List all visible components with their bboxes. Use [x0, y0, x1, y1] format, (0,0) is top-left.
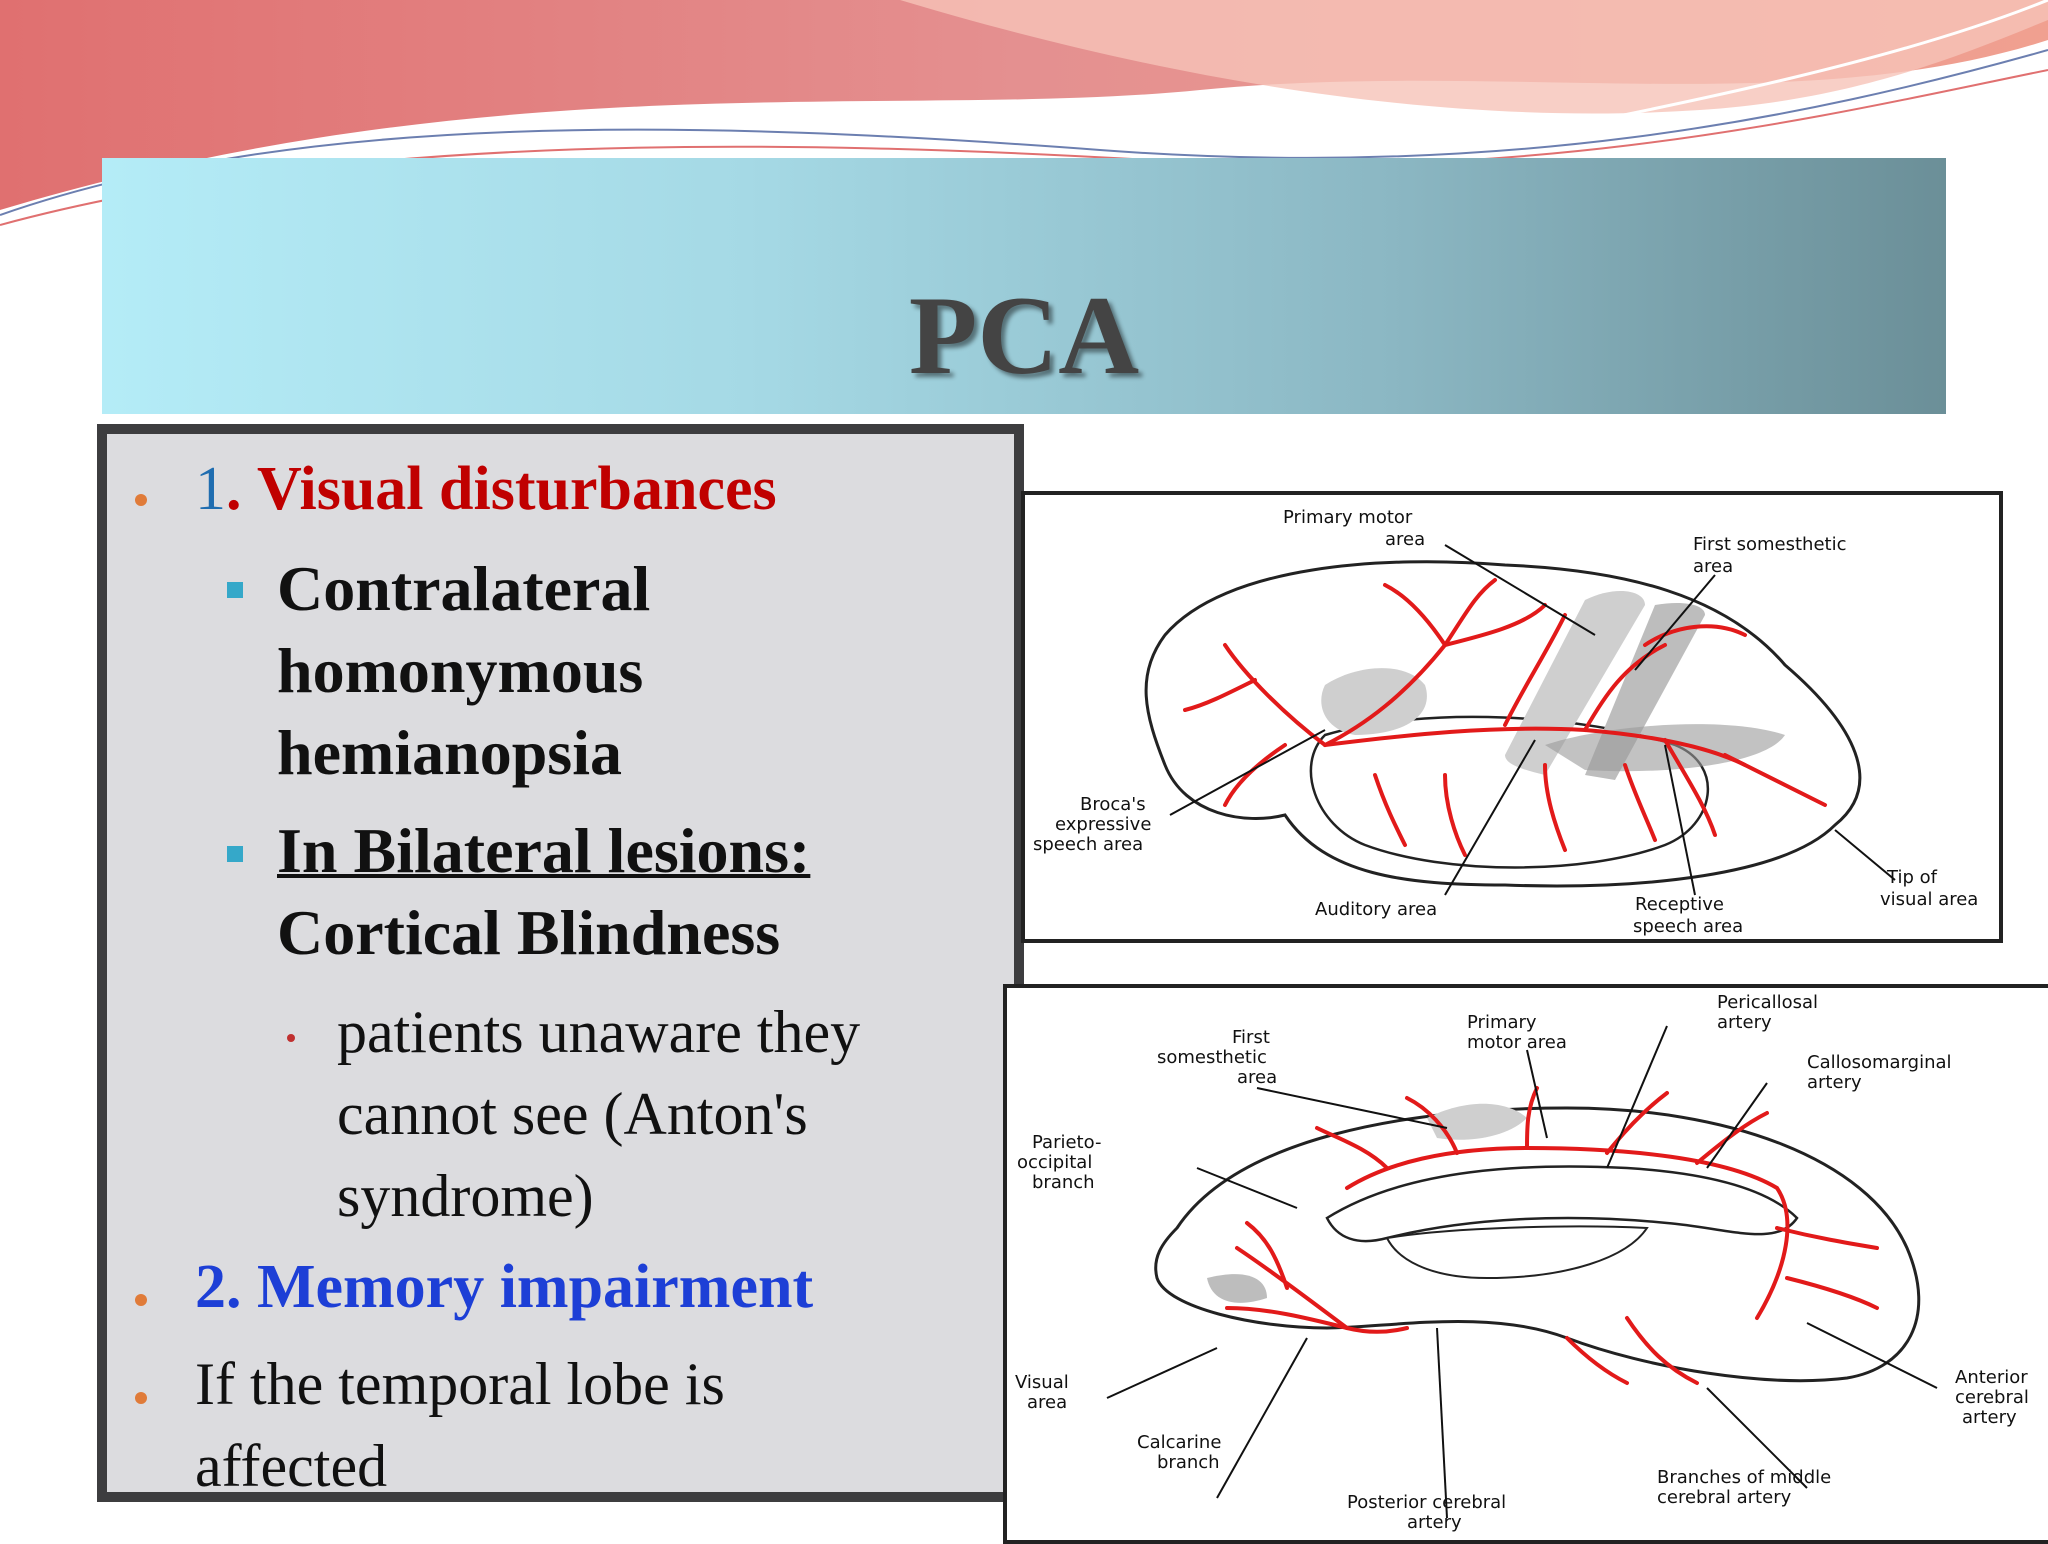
label-primary-motor: motor area	[1467, 1032, 1567, 1053]
label-receptive: Receptive	[1635, 894, 1724, 915]
list-item-temporal-lobe: If the temporal lobe is	[195, 1351, 725, 1417]
label-calcarine: branch	[1157, 1452, 1220, 1473]
label-anterior-cerebral: Anterior	[1955, 1367, 2028, 1388]
label-primary-motor: Primary motor	[1283, 507, 1413, 528]
bullet-square-icon	[227, 846, 243, 862]
label-parieto-occipital: occipital	[1017, 1152, 1092, 1173]
label-anterior-cerebral: cerebral	[1955, 1387, 2029, 1408]
detail-line: patients unaware they	[337, 999, 861, 1065]
label-broca: expressive	[1055, 814, 1151, 835]
label-visual-area: Visual	[1015, 1372, 1069, 1393]
title-band	[102, 158, 1946, 414]
bullet-square-icon	[227, 582, 243, 598]
label-primary-motor: area	[1385, 529, 1425, 550]
label-parieto-occipital: Parieto-	[1032, 1132, 1101, 1153]
sub-item-line: Cortical Blindness	[277, 897, 781, 968]
list-item-visual-disturbances: 1. Visual disturbances	[195, 454, 777, 525]
label-first-somesthetic: First	[1232, 1027, 1270, 1048]
label-first-somesthetic: area	[1237, 1067, 1277, 1088]
label-tip-visual: visual area	[1880, 889, 1978, 910]
label-branches-middle: Branches of middle	[1657, 1467, 1831, 1488]
label-auditory: Auditory area	[1315, 899, 1437, 920]
sub-item-line: homonymous	[277, 635, 644, 706]
label-broca: Broca's	[1080, 794, 1146, 815]
bullet-dot-icon	[135, 1392, 147, 1404]
brain-lateral-svg: Primary motor area First somesthetic are…	[1033, 507, 1978, 937]
label-callosomarginal: artery	[1807, 1072, 1862, 1093]
sub-item-line: Contralateral	[277, 553, 651, 624]
detail-line: cannot see (Anton's	[337, 1081, 808, 1147]
label-callosomarginal: Callosomarginal	[1807, 1052, 1952, 1073]
label-pericallosal: Pericallosal	[1717, 992, 1818, 1013]
list-item-temporal-lobe: affected	[195, 1433, 388, 1499]
bullet-small-dot-icon	[287, 1034, 295, 1042]
label-pericallosal: artery	[1717, 1012, 1772, 1033]
label-broca: speech area	[1033, 834, 1143, 855]
label-posterior-cerebral: Posterior cerebral	[1347, 1492, 1506, 1513]
label-anterior-cerebral: artery	[1962, 1407, 2017, 1428]
label-receptive: speech area	[1633, 916, 1743, 937]
slide-title: PCA	[908, 274, 1140, 398]
label-primary-motor: Primary	[1467, 1012, 1537, 1033]
label-tip-visual: Tip of	[1886, 867, 1938, 888]
sub-item-bilateral: In Bilateral lesions:	[277, 815, 811, 886]
list-item-memory-impairment: 2. Memory impairment	[195, 1253, 814, 1321]
label-first-somesthetic: First somesthetic	[1693, 534, 1846, 555]
label-calcarine: Calcarine	[1137, 1432, 1221, 1453]
label-first-somesthetic: somesthetic	[1157, 1047, 1267, 1068]
label-parieto-occipital: branch	[1032, 1172, 1095, 1193]
brain-medial-diagram: First somesthetic area Primary motor are…	[1003, 984, 2048, 1544]
label-first-somesthetic: area	[1693, 556, 1733, 577]
brain-lateral-diagram: Primary motor area First somesthetic are…	[1021, 491, 2003, 943]
item-label: Visual disturbances	[257, 455, 777, 523]
bullet-dot-icon	[135, 494, 147, 506]
label-posterior-cerebral: artery	[1407, 1512, 1462, 1533]
detail-line: syndrome)	[337, 1163, 594, 1229]
brain-medial-svg: First somesthetic area Primary motor are…	[1015, 992, 2029, 1533]
item-number-dot: .	[226, 455, 242, 523]
label-branches-middle: cerebral artery	[1657, 1487, 1792, 1508]
bullet-dot-icon	[135, 1294, 147, 1306]
item-number: 1	[195, 455, 226, 523]
label-visual-area: area	[1027, 1392, 1067, 1413]
sub-item-line: hemianopsia	[277, 717, 622, 788]
content-box: 1. Visual disturbances Contralateral hom…	[97, 424, 1024, 1502]
